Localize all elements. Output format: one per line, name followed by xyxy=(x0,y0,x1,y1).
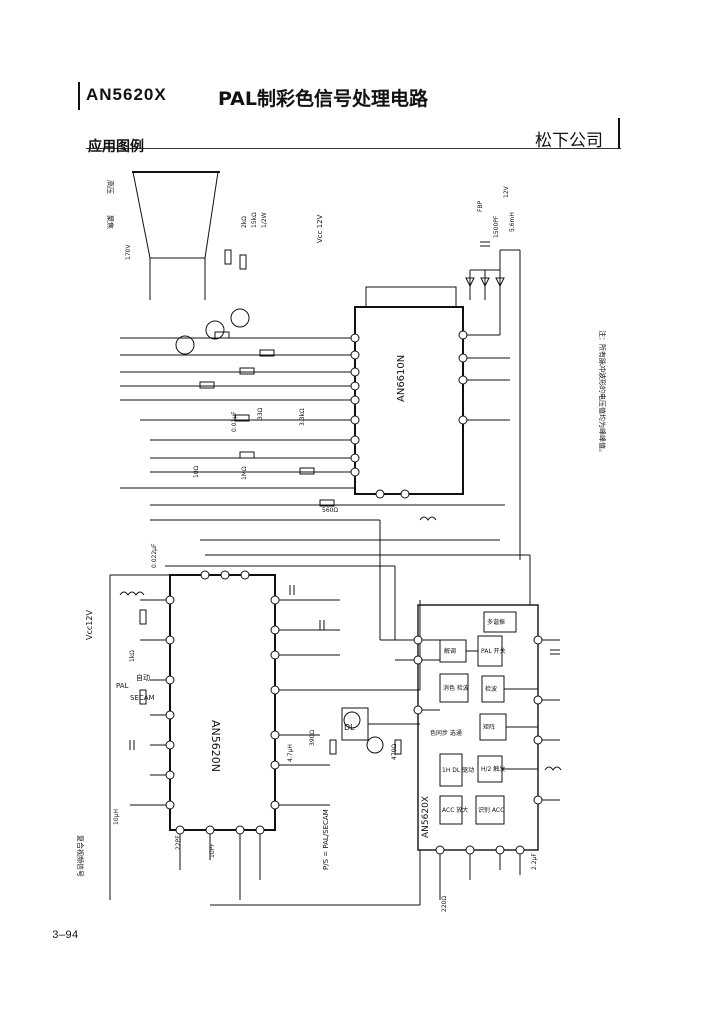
block-acc-amp xyxy=(439,795,463,825)
block-label-killer: 消色 检波 xyxy=(443,684,469,692)
comp-3-3kohm: 3.3kΩ xyxy=(299,408,306,426)
label-1500pf: 1500PF xyxy=(493,215,500,238)
header-bar-right xyxy=(618,118,620,148)
comp-half-watt: 1/2W xyxy=(261,212,268,228)
block-label-matrix: 矩阵 xyxy=(483,723,495,731)
crt-tube xyxy=(132,171,219,259)
label-fbp: FBP xyxy=(477,200,484,212)
comp-1kohm: 1kΩ xyxy=(129,650,136,662)
ic-an6610n xyxy=(354,306,464,495)
block-1hdl-driver xyxy=(439,753,463,787)
block-label-ident-acc: 识别 ACC xyxy=(478,806,504,814)
comp-1mohm: 1MΩ xyxy=(241,466,248,480)
comp-0-022uf: 0.022μF xyxy=(151,543,158,568)
company-name: 松下公司 xyxy=(535,131,603,151)
ic-an5620n xyxy=(169,574,276,831)
comp-0-01uf: 0.01μF xyxy=(231,411,238,432)
page-title: PAL制彩色信号处理电路 xyxy=(218,88,428,110)
comp-33ohm: 33Ω xyxy=(257,407,264,420)
comp-390ohm: 390Ω xyxy=(309,730,316,746)
section-title: 应用图例 xyxy=(88,139,144,155)
model-number: AN5620X xyxy=(86,85,167,104)
label-mode: P/S = PAL/SECAM xyxy=(322,809,330,870)
label-ic-an5620x: AN5620X xyxy=(421,796,431,838)
label-ic-an6610n: AN6610N xyxy=(396,355,407,402)
label-focus: 聚焦 xyxy=(106,215,115,229)
label-12v-top: 12V xyxy=(503,185,510,198)
block-ident-acc xyxy=(475,795,505,825)
comp-10pf: 10PF xyxy=(209,843,216,858)
page-number: 3—94 xyxy=(52,930,79,942)
label-vcc12v: Vcc12V xyxy=(85,610,94,640)
comp-220ohm: 220Ω xyxy=(441,896,448,912)
header-rule xyxy=(86,148,621,149)
label-switch-auto: 自动 xyxy=(136,673,150,682)
block-label-burst-gate: 色同步 选通 xyxy=(430,729,462,737)
label-switch-pal: PAL xyxy=(116,682,129,690)
comp-22pf: 22PF xyxy=(175,835,182,850)
label-dl: DL xyxy=(344,723,355,732)
block-label-1hdl: 1H DL 驱动 xyxy=(442,767,474,774)
block-multivibrator xyxy=(483,611,517,633)
block-label-h2: H/2 触发 xyxy=(481,765,505,773)
label-video-input: 复合视频信号 xyxy=(76,835,85,877)
comp-470ohm: 470Ω xyxy=(391,744,398,760)
label-5-6mh: 5.6mH xyxy=(509,212,516,232)
block-label-pal-switch: PAL 开关 xyxy=(481,647,506,655)
comp-2-2uf: 2.2μF xyxy=(531,853,538,870)
comp-15k: 15kΩ xyxy=(251,212,258,228)
comp-4-7uh: 4.7μH xyxy=(287,744,294,762)
comp-560ohm: 560Ω xyxy=(322,507,338,514)
comp-10ohm: 10Ω xyxy=(193,465,200,478)
block-label-detector: 检波 xyxy=(485,685,497,693)
block-label-decoder: 解调 xyxy=(444,647,456,655)
header-bar-left xyxy=(78,82,80,110)
label-high-voltage: 高压 xyxy=(106,180,115,194)
label-vcc12v-top: Vcc 12V xyxy=(316,214,324,243)
comp-10uh: 10μH xyxy=(113,809,120,825)
block-killer-detector xyxy=(439,673,469,703)
block-label-multivibrator: 多谐振 xyxy=(487,618,505,626)
block-label-acc-amp: ACC 放大 xyxy=(442,806,468,814)
label-ic-an5620n: AN5620N xyxy=(209,720,222,772)
label-170v: 170V xyxy=(125,244,132,260)
comp-2k: 2kΩ xyxy=(241,216,248,228)
label-note: 注：所有脉冲波形的电压值均为峰峰值。 xyxy=(598,330,607,456)
label-switch-secam: SECAM xyxy=(130,694,155,702)
